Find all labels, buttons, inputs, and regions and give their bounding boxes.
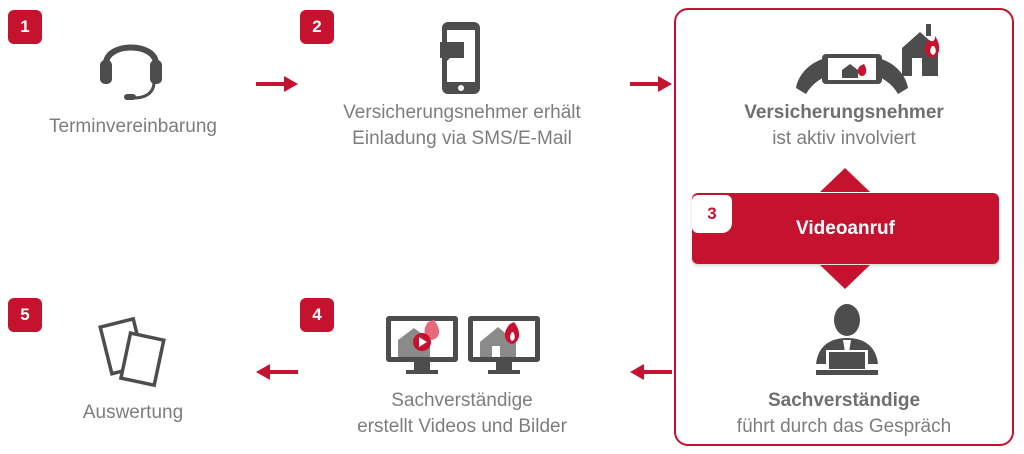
- step-4-badge: 4: [300, 298, 334, 332]
- panel-top-text: Versicherungsnehmer ist aktiv involviert: [684, 100, 1004, 152]
- arrow-right-icon: [256, 76, 298, 92]
- triangle-up-icon: [820, 168, 870, 192]
- step-4-line2: erstellt Videos und Bilder: [357, 416, 567, 437]
- step-4-text: Sachverständige erstellt Videos und Bild…: [312, 388, 612, 440]
- step-5-badge: 5: [8, 298, 42, 332]
- step-3-badge: 3: [692, 195, 732, 233]
- videocall-panel: [674, 8, 1014, 446]
- arrow-right-icon: [630, 76, 672, 92]
- expert-laptop-icon: [816, 304, 878, 375]
- step-1-label: Terminvereinbarung: [49, 116, 217, 137]
- step-1-badge: 1: [8, 10, 42, 44]
- step-2-text: Versicherungsnehmer erhält Einladung via…: [312, 100, 612, 152]
- triangle-down-icon: [820, 265, 870, 289]
- hands-phone-house-fire-icon: [796, 24, 940, 94]
- panel-top-subtitle: ist aktiv involviert: [772, 128, 916, 149]
- step-5-label: Auswertung: [82, 402, 184, 423]
- videocall-bar: Videoanruf: [692, 193, 999, 264]
- videocall-label: Videoanruf: [796, 217, 895, 239]
- step-2-line2: Einladung via SMS/E-Mail: [352, 128, 572, 149]
- smartphone-message-icon: [440, 22, 480, 94]
- arrow-left-icon: [630, 364, 672, 380]
- panel-bottom-subtitle: führt durch das Gespräch: [736, 416, 952, 437]
- arrow-left-icon: [256, 364, 298, 380]
- documents-icon: [98, 316, 166, 388]
- headset-icon: [100, 44, 162, 100]
- step-2-line1: Versicherungsnehmer erhält: [343, 102, 581, 123]
- step-2-badge: 2: [300, 10, 334, 44]
- panel-bottom-title: Sachverständige: [767, 390, 921, 411]
- step-4-line1: Sachverständige: [391, 390, 533, 411]
- panel-bottom-text: Sachverständige führt durch das Gespräch: [684, 388, 1004, 440]
- monitors-video-fire-icon: [386, 316, 540, 374]
- panel-top-title: Versicherungsnehmer: [744, 102, 944, 123]
